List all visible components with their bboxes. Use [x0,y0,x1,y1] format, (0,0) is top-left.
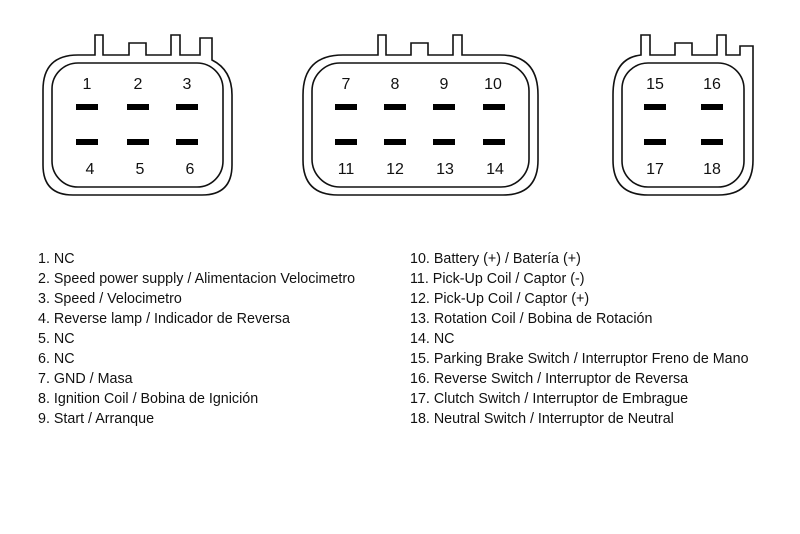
legend-item: 1. NC [38,251,75,267]
legend-item: 5. NC [38,331,75,347]
legend-item: 15. Parking Brake Switch / Interruptor F… [410,351,749,367]
connector-face [621,62,745,188]
pin-terminal [433,104,455,110]
pin-terminal [384,104,406,110]
pin-number: 17 [646,161,664,178]
legend-item: 14. NC [410,331,455,347]
pin-terminal [335,139,357,145]
legend-item: 7. GND / Masa [38,371,133,387]
connector-housing [302,34,539,196]
pin-terminal [644,139,666,145]
pin-terminal [76,104,98,110]
legend-item: 2. Speed power supply / Alimentacion Vel… [38,271,356,287]
connector-face [51,62,224,188]
pin-number: 3 [183,76,192,93]
pin-terminal [176,104,198,110]
legend-item: 8. Ignition Coil / Bobina de Ignición [38,391,259,407]
pin-terminal [701,139,723,145]
pin-terminal [433,139,455,145]
pin-number: 15 [646,76,664,93]
legend-item: 9. Start / Arranque [38,411,155,427]
legend-item: 10. Battery (+) / Batería (+) [410,251,581,267]
legend-item: 11. Pick-Up Coil / Captor (-) [410,271,585,287]
legend-item: 3. Speed / Velocimetro [38,291,182,307]
connector-4-pin: 15 16 17 18 [612,34,754,196]
pin-number: 1 [83,76,92,93]
pin-number: 14 [486,161,504,178]
pin-number: 2 [134,76,143,93]
pin-number: 18 [703,161,721,178]
legend-item: 4. Reverse lamp / Indicador de Reversa [38,311,290,327]
pin-number: 16 [703,76,721,93]
legend-item: 12. Pick-Up Coil / Captor (+) [410,291,590,307]
pin-terminal [483,104,505,110]
connector-face [311,62,530,188]
pin-terminal [384,139,406,145]
pin-number: 6 [186,161,195,178]
legend-item: 13. Rotation Coil / Bobina de Rotación [410,311,653,327]
pin-number: 5 [136,161,145,178]
pin-number: 13 [436,161,454,178]
legend-item: 17. Clutch Switch / Interruptor de Embra… [410,391,689,407]
pin-terminal [76,139,98,145]
pin-number: 7 [342,76,351,93]
pin-number: 9 [440,76,449,93]
legend-item: 18. Neutral Switch / Interruptor de Neut… [410,411,674,427]
pin-legend-right: 10. Battery (+) / Batería (+) 11. Pick-U… [410,249,749,429]
connector-housing [42,34,233,196]
pin-number: 4 [86,161,95,178]
pin-terminal [644,104,666,110]
legend-item: 16. Reverse Switch / Interruptor de Reve… [410,371,689,387]
connector-6-pin: 1 2 3 4 5 6 [42,34,233,196]
pin-terminal [127,104,149,110]
legend-item: 6. NC [38,351,75,367]
pin-number: 11 [338,161,355,178]
connector-housing [612,34,754,196]
pin-legend-left: 1. NC 2. Speed power supply / Alimentaci… [38,249,355,429]
pin-terminal [176,139,198,145]
pin-number: 10 [484,76,502,93]
pin-number: 12 [386,161,404,178]
pin-terminal [335,104,357,110]
connector-8-pin: 7 8 9 10 11 12 13 14 [302,34,539,196]
pin-terminal [701,104,723,110]
pin-number: 8 [391,76,400,93]
pin-terminal [483,139,505,145]
pin-terminal [127,139,149,145]
